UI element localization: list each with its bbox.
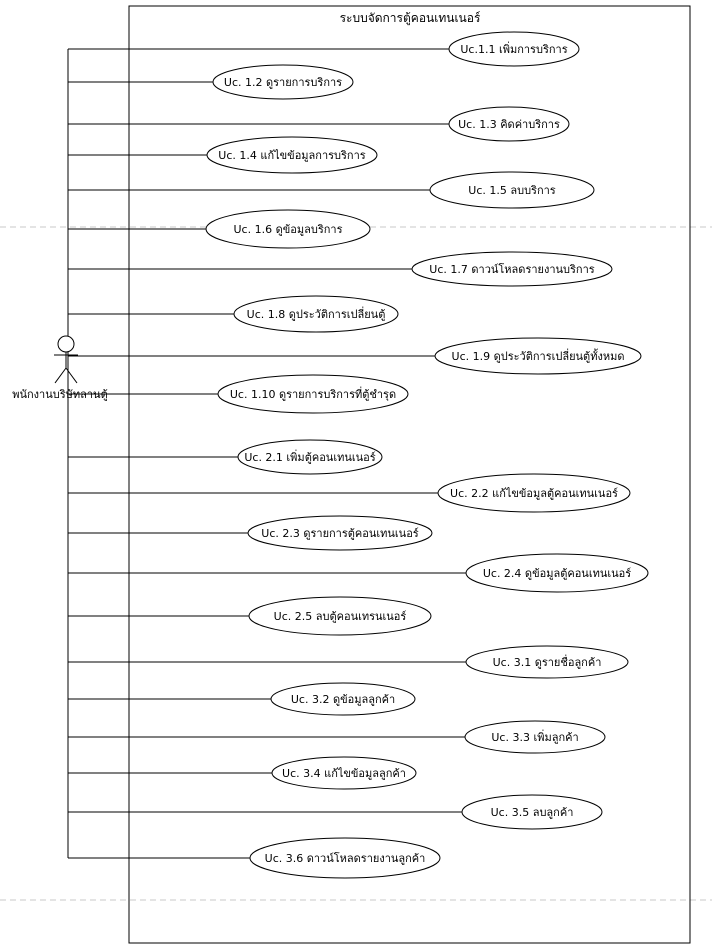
use-case-ellipse	[434, 337, 642, 375]
stick-figure-actor-icon	[54, 335, 78, 384]
use-case-label: Uc.1.1 เพิ่มการบริการ	[460, 41, 567, 56]
use-case-ellipse	[448, 106, 570, 142]
use-case-label: Uc. 2.4 ดูข้อมูลตู้คอนเทนเนอร์	[483, 567, 631, 580]
use-case-ellipse	[465, 645, 629, 679]
use-case-uc-2-3: Uc. 2.3 ดูรายการตู้คอนเทนเนอร์	[247, 515, 433, 551]
use-case-ellipse	[237, 439, 383, 475]
use-case-uc-2-4: Uc. 2.4 ดูข้อมูลตู้คอนเทนเนอร์	[465, 553, 649, 593]
use-case-label: Uc. 3.1 ดูรายชื่อลูกค้า	[493, 654, 602, 669]
use-case-label: Uc. 2.1 เพิ่มตู้คอนเทนเนอร์	[244, 449, 375, 464]
use-case-ellipse	[429, 171, 595, 209]
use-case-label: Uc. 1.4 แก้ไขข้อมูลการบริการ	[218, 149, 365, 162]
use-case-uc-1-8: Uc. 1.8 ดูประวัติการเปลี่ยนตู้	[233, 295, 399, 333]
use-case-ellipse	[437, 473, 631, 513]
use-case-ellipse	[271, 756, 417, 790]
use-case-label: Uc. 3.3 เพิ่มลูกค้า	[491, 729, 578, 744]
use-case-label: Uc. 3.2 ดูข้อมูลลูกค้า	[291, 693, 395, 706]
use-case-uc-1-5: Uc. 1.5 ลบบริการ	[429, 171, 595, 209]
use-case-label: Uc. 2.2 แก้ไขข้อมูลตู้คอนเทนเนอร์	[450, 487, 618, 500]
use-case-label: Uc. 2.3 ดูรายการตู้คอนเทนเนอร์	[261, 527, 419, 540]
use-case-label: Uc. 1.6 ดูข้อมูลบริการ	[234, 223, 343, 236]
use-case-label: Uc. 1.3 คิดค่าบริการ	[458, 118, 560, 131]
actor-name: พนักงานบริษัทลานตู้	[12, 388, 107, 401]
system-boundary	[128, 5, 691, 944]
use-case-uc-1-4: Uc. 1.4 แก้ไขข้อมูลการบริการ	[206, 136, 378, 174]
use-case-uc-1-1: Uc.1.1 เพิ่มการบริการ	[448, 31, 580, 67]
system-title: ระบบจัดการตู้คอนเทนเนอร์	[340, 11, 481, 26]
use-case-label: Uc. 3.5 ลบลูกค้า	[491, 806, 574, 819]
use-case-uc-1-7: Uc. 1.7 ดาวน์โหลดรายงานบริการ	[411, 251, 613, 287]
use-case-label: Uc. 1.2 ดูรายการบริการ	[224, 76, 342, 89]
use-case-uc-1-9: Uc. 1.9 ดูประวัติการเปลี่ยนตู้ทั้งหมด	[434, 337, 642, 375]
use-case-ellipse	[233, 295, 399, 333]
use-case-label: Uc. 1.5 ลบบริการ	[468, 184, 556, 197]
use-case-uc-3-2: Uc. 3.2 ดูข้อมูลลูกค้า	[270, 682, 416, 716]
use-case-label: Uc. 1.9 ดูประวัติการเปลี่ยนตู้ทั้งหมด	[452, 348, 625, 363]
use-case-ellipse	[411, 251, 613, 287]
use-case-uc-3-6: Uc. 3.6 ดาวน์โหลดรายงานลูกค้า	[249, 837, 441, 879]
use-case-uc-2-2: Uc. 2.2 แก้ไขข้อมูลตู้คอนเทนเนอร์	[437, 473, 631, 513]
use-case-ellipse	[464, 720, 606, 754]
use-case-ellipse	[247, 515, 433, 551]
use-case-ellipse	[217, 374, 409, 414]
use-case-ellipse	[448, 31, 580, 67]
use-case-uc-1-10: Uc. 1.10 ดูรายการบริการที่ตู้ชำรุด	[217, 374, 409, 414]
use-case-uc-3-3: Uc. 3.3 เพิ่มลูกค้า	[464, 720, 606, 754]
use-case-ellipse	[270, 682, 416, 716]
use-case-uc-3-4: Uc. 3.4 แก้ไขข้อมูลลูกค้า	[271, 756, 417, 790]
use-case-uc-1-2: Uc. 1.2 ดูรายการบริการ	[212, 64, 354, 100]
use-case-ellipse	[248, 596, 432, 636]
use-case-uc-3-5: Uc. 3.5 ลบลูกค้า	[461, 794, 603, 830]
use-cases: Uc.1.1 เพิ่มการบริการ Uc. 1.2 ดูรายการบริ…	[205, 31, 649, 879]
association-lines	[67, 48, 466, 859]
use-case-ellipse	[206, 136, 378, 174]
use-case-uc-2-5: Uc. 2.5 ลบตู้คอนเทรนเนอร์	[248, 596, 432, 636]
use-case-label: Uc. 3.4 แก้ไขข้อมูลลูกค้า	[282, 767, 406, 780]
use-case-ellipse	[205, 209, 371, 249]
use-case-uc-1-6: Uc. 1.6 ดูข้อมูลบริการ	[205, 209, 371, 249]
use-case-ellipse	[249, 837, 441, 879]
use-case-label: Uc. 1.7 ดาวน์โหลดรายงานบริการ	[429, 262, 594, 276]
use-case-label: Uc. 1.8 ดูประวัติการเปลี่ยนตู้	[247, 306, 386, 321]
use-case-ellipse	[461, 794, 603, 830]
use-case-ellipse	[465, 553, 649, 593]
use-case-label: Uc. 1.10 ดูรายการบริการที่ตู้ชำรุด	[230, 386, 396, 401]
use-case-label: Uc. 3.6 ดาวน์โหลดรายงานลูกค้า	[265, 851, 426, 865]
use-case-uc-1-3: Uc. 1.3 คิดค่าบริการ	[448, 106, 570, 142]
use-case-ellipse	[212, 64, 354, 100]
use-case-uc-3-1: Uc. 3.1 ดูรายชื่อลูกค้า	[465, 645, 629, 679]
use-case-label: Uc. 2.5 ลบตู้คอนเทรนเนอร์	[274, 610, 407, 623]
use-case-uc-2-1: Uc. 2.1 เพิ่มตู้คอนเทนเนอร์	[237, 439, 383, 475]
